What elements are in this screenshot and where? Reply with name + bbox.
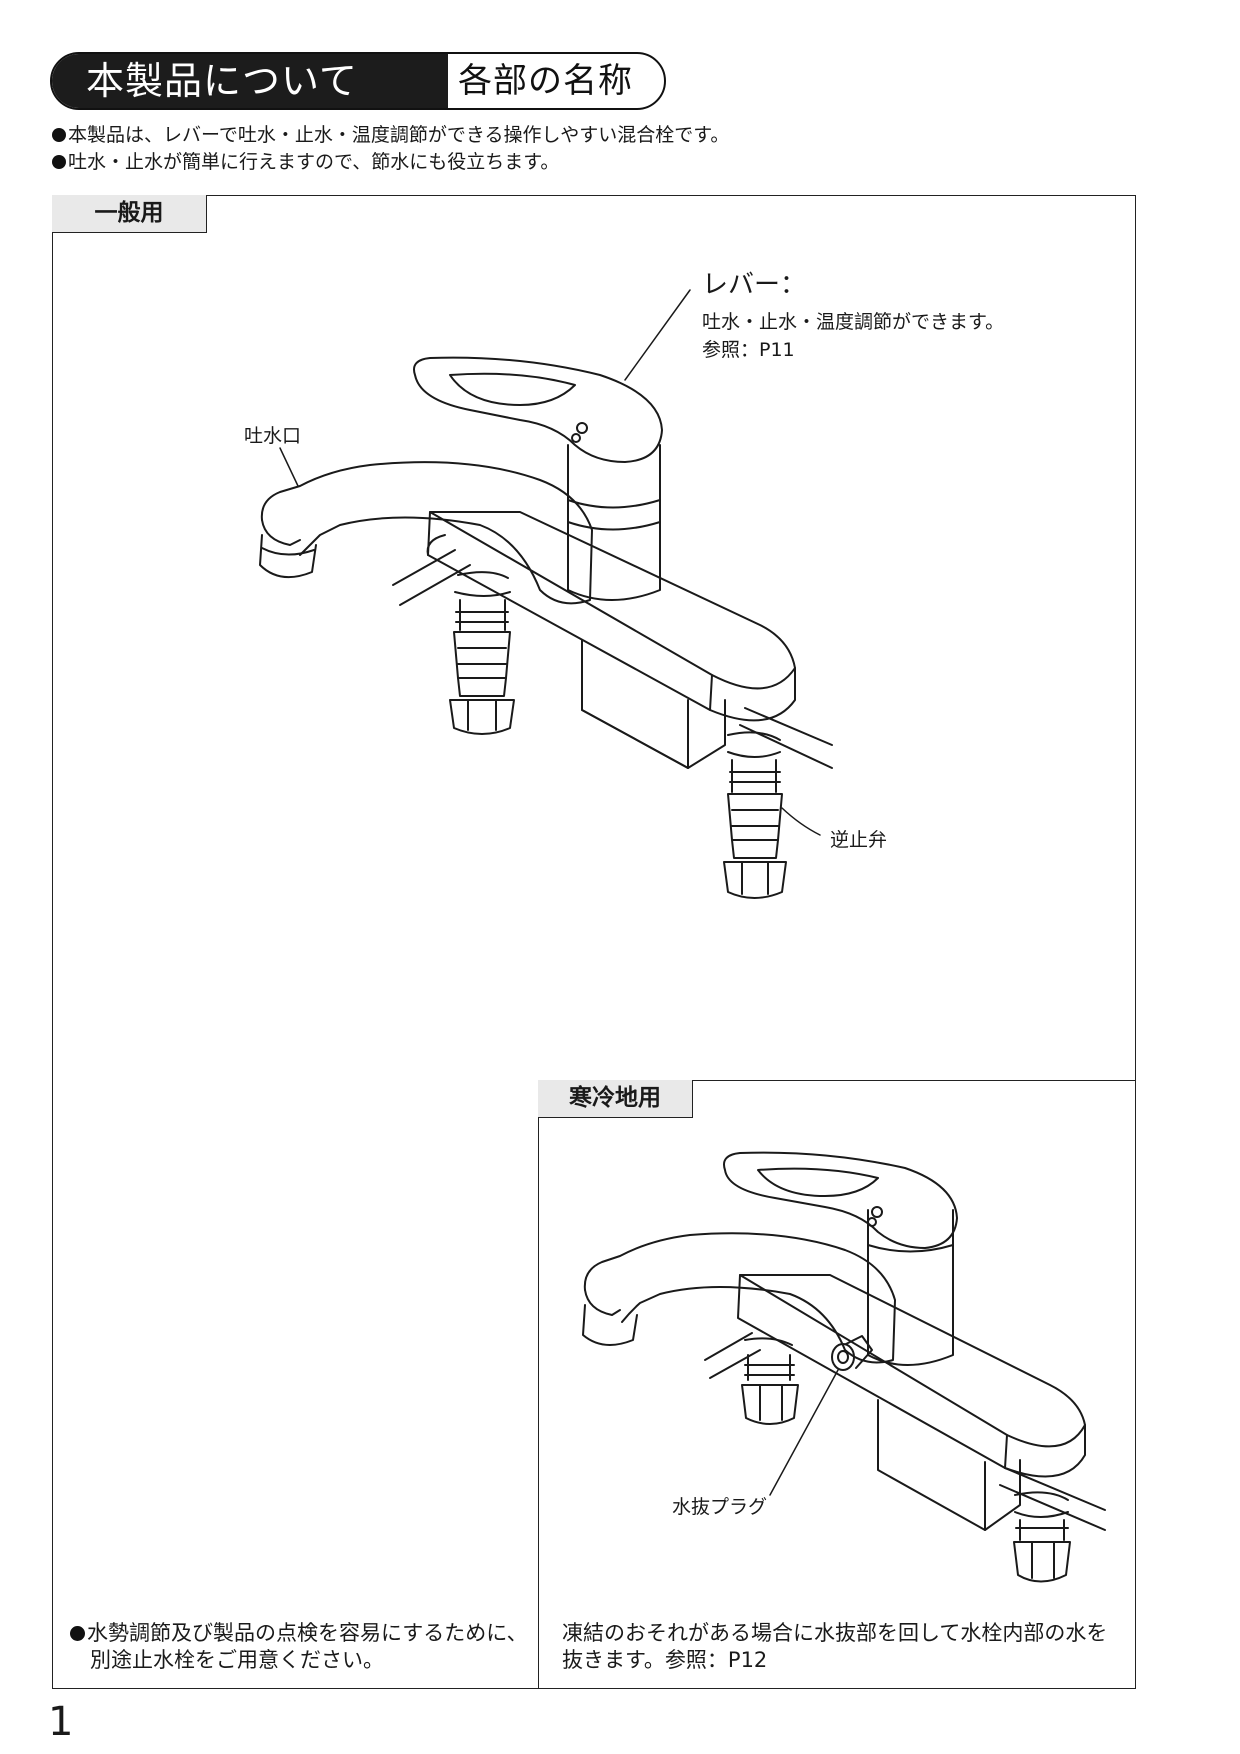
bullet-icon (52, 155, 66, 169)
general-section-frame (52, 195, 1136, 1689)
page-number: 1 (48, 1699, 74, 1745)
intro-line-1: 本製品は、レバーで吐水・止水・温度調節ができる操作しやすい混合栓です。 (52, 123, 729, 147)
lever-reference: 参照：P11 (702, 339, 795, 361)
bullet-icon (52, 128, 66, 142)
lever-title: レバー： (702, 270, 807, 300)
general-tag: 一般用 (52, 195, 207, 233)
lever-description: 吐水・止水・温度調節ができます。 (702, 311, 1005, 333)
section-title: 本製品について (52, 54, 448, 108)
cold-tag: 寒冷地用 (538, 1080, 693, 1118)
intro-line-2: 吐水・止水が簡単に行えますので、節水にも役立ちます。 (52, 150, 559, 174)
general-note-line-1: 水勢調節及び製品の点検を容易にするために、 (70, 1620, 528, 1647)
section-subtitle: 各部の名称 (458, 61, 633, 101)
section-header-pill: 本製品について 各部の名称 (50, 52, 666, 110)
cold-note-line-2: 抜きます。参照：P12 (562, 1648, 768, 1672)
cold-note-line-1: 凍結のおそれがある場合に水抜部を回して水栓内部の水を (562, 1621, 1108, 1645)
spout-label: 吐水口 (244, 425, 302, 447)
general-note-line-2: 別途止水栓をご用意ください。 (90, 1648, 384, 1672)
general-faucet-drawing (259, 289, 833, 899)
drain-plug-label: 水抜プラグ (672, 1496, 768, 1518)
check-valve-label: 逆止弁 (830, 829, 888, 851)
cold-section-frame (538, 1080, 1136, 1689)
cold-faucet-drawing (582, 1151, 1106, 1583)
bullet-icon (70, 1626, 85, 1641)
